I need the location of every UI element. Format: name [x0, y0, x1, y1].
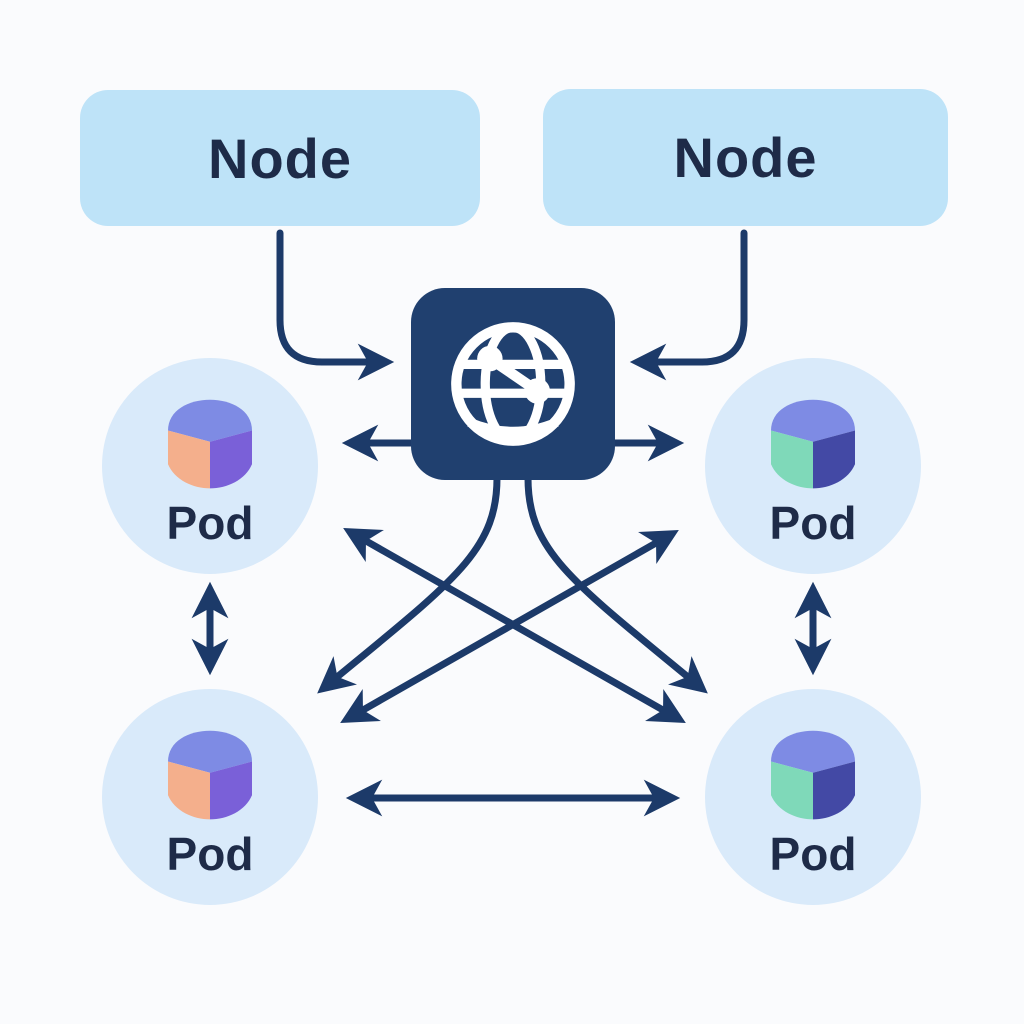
pod-cylinder-icon: [771, 730, 855, 820]
node-left-label: Node: [208, 126, 352, 190]
pod-top-left-label: Pod: [166, 497, 254, 549]
globe-network-icon: [451, 322, 575, 446]
pod-bottom-left: Pod: [102, 689, 318, 905]
edge-node-left-to-hub: [276, 229, 395, 381]
edge-pod-tr-to-pod-bl-diagonal: [340, 529, 679, 724]
node-right-label: Node: [673, 126, 818, 189]
pod-top-right: Pod: [705, 358, 921, 574]
pod-top-right-label: Pod: [769, 497, 857, 549]
node-box-right: Node: [543, 89, 948, 226]
edge-node-right-to-hub: [629, 229, 748, 381]
network-hub: [411, 288, 615, 480]
edge-hub-to-pod-bottom-right: [524, 474, 708, 694]
pod-bottom-right: Pod: [705, 689, 921, 905]
pod-bottom-left-label: Pod: [166, 828, 254, 880]
pod-top-left: Pod: [102, 358, 318, 574]
pod-cylinder-icon: [168, 730, 252, 820]
pod-cylinder-icon: [168, 399, 252, 489]
node-box-left: Node: [80, 90, 480, 226]
pod-cylinder-icon: [771, 399, 855, 489]
edge-hub-to-pod-bottom-left: [317, 474, 501, 694]
pod-bottom-right-label: Pod: [769, 828, 857, 880]
